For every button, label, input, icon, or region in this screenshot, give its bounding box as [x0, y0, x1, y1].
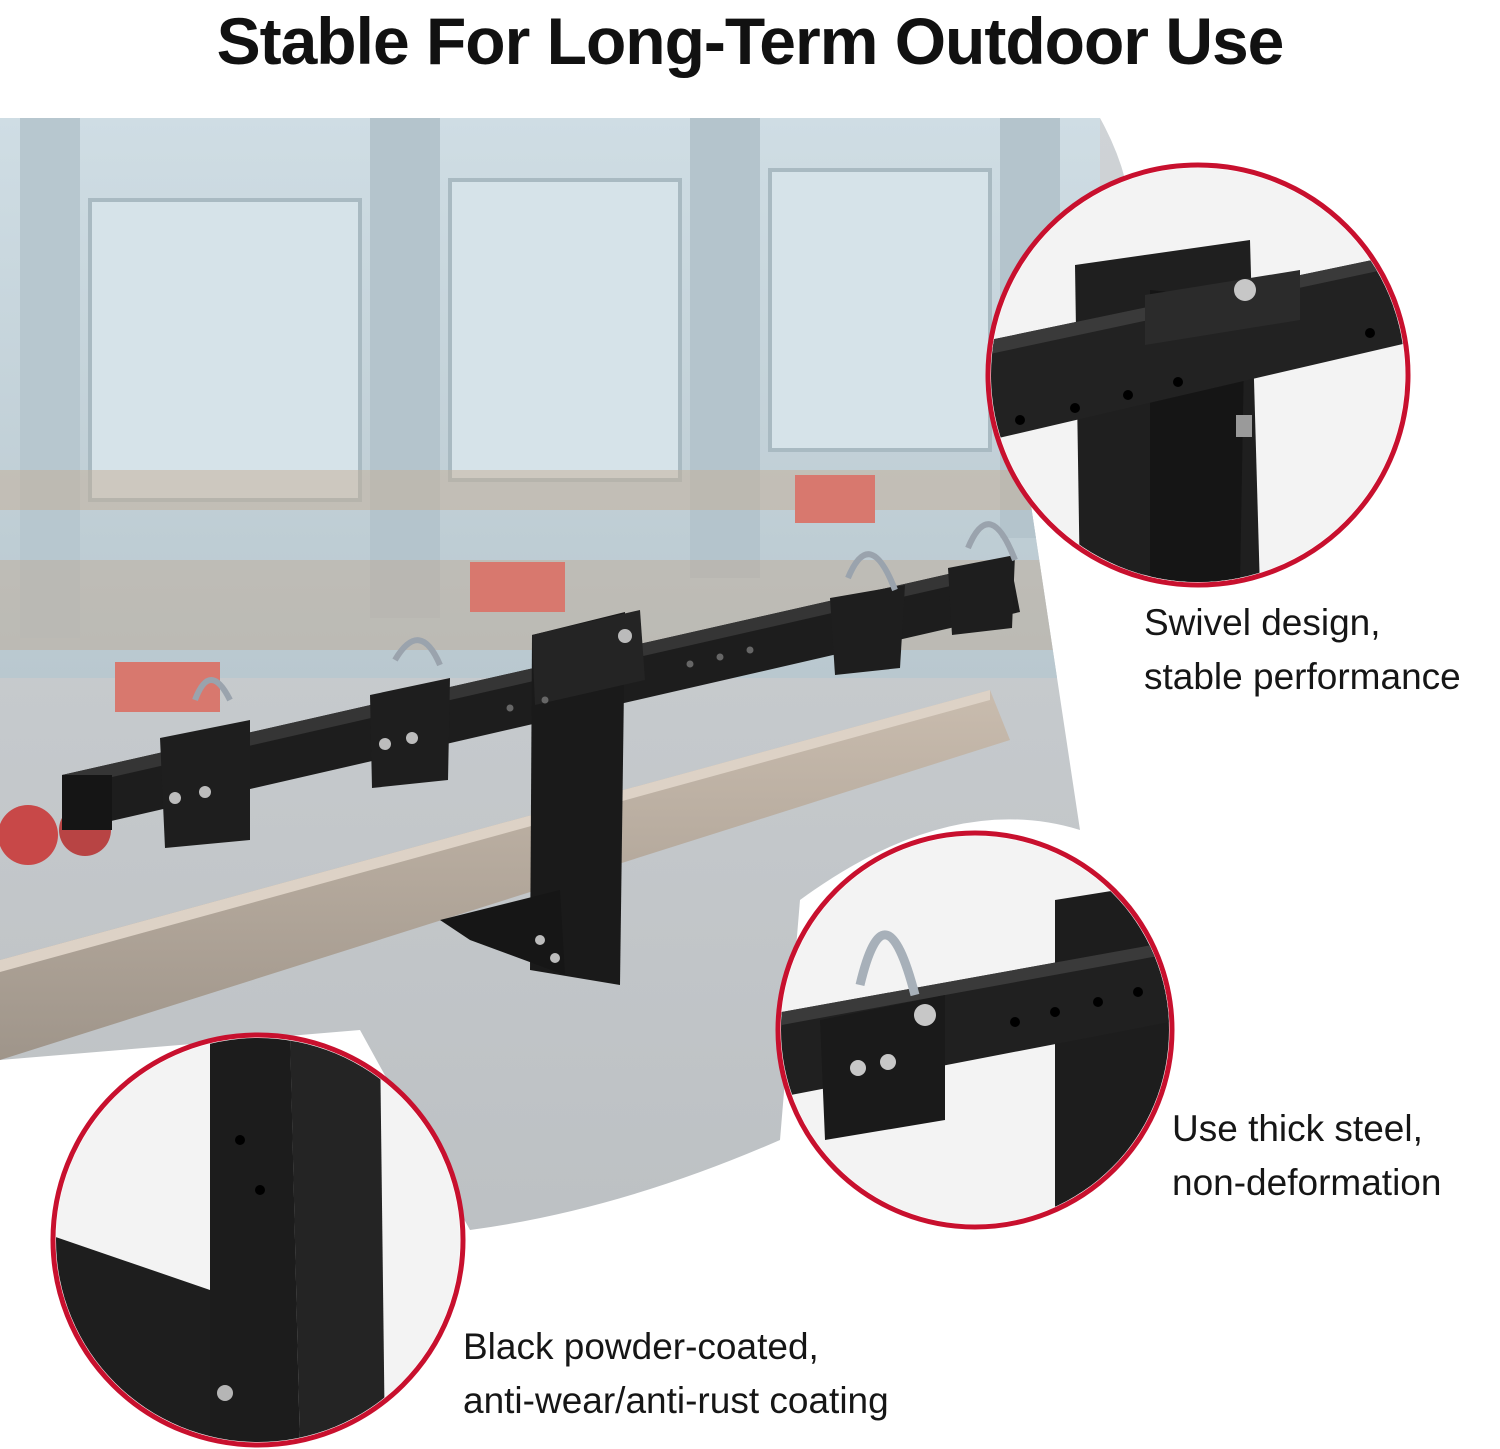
trailer-background: [0, 118, 1132, 1230]
swivel-caption-line-2: stable performance: [1144, 656, 1461, 697]
steel-caption-line-1: Use thick steel,: [1172, 1108, 1423, 1149]
page-headline: Stable For Long-Term Outdoor Use: [216, 4, 1285, 78]
swivel-detail-circle: [985, 162, 1411, 588]
steel-caption-line-2: non-deformation: [1172, 1162, 1442, 1203]
coating-caption-line-2: anti-wear/anti-rust coating: [463, 1380, 889, 1421]
hitch-rack: [62, 521, 1020, 985]
steel-caption: Use thick steel, non-deformation: [1172, 1102, 1441, 1210]
product-photo: [0, 118, 1411, 1448]
coating-caption: Black powder-coated, anti-wear/anti-rust…: [463, 1320, 889, 1428]
swivel-caption: Swivel design, stable performance: [1144, 596, 1461, 704]
steel-detail-circle: [775, 830, 1175, 1230]
swivel-caption-line-1: Swivel design,: [1144, 602, 1381, 643]
coating-caption-line-1: Black powder-coated,: [463, 1326, 819, 1367]
